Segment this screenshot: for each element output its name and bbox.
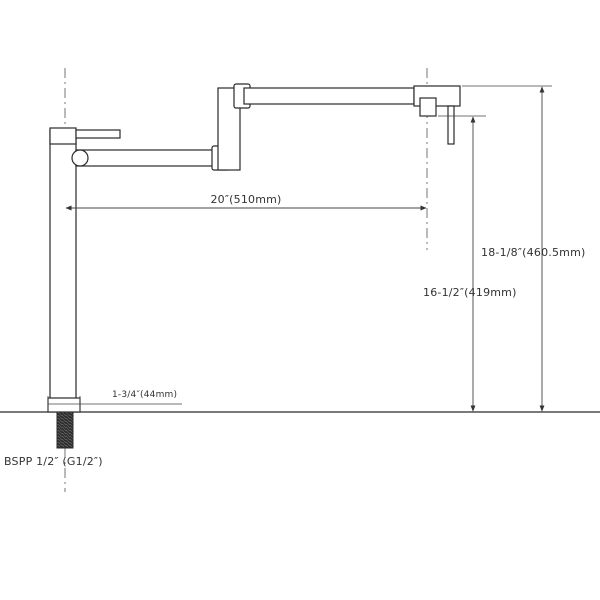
- vertical-column: [49, 129, 77, 403]
- faucet-body: [47, 83, 461, 413]
- column-lever: [75, 129, 121, 139]
- spout-outlet: [419, 97, 437, 117]
- thread-spec-label: BSPP 1/2″ (G1/2″): [4, 455, 103, 468]
- base-flange: [47, 397, 81, 413]
- reach-dimension-label: 20″(510mm): [210, 193, 281, 206]
- spout-lever: [447, 105, 455, 145]
- total-height-label: 18-1/8″(460.5mm): [481, 246, 585, 259]
- base-diameter-label: 1-3/4″(44mm): [112, 390, 177, 400]
- threaded-shank: [56, 411, 74, 449]
- upper-arm: [243, 87, 415, 105]
- spout-height-label: 16-1/2″(419mm): [423, 286, 517, 299]
- lower-arm: [75, 149, 219, 167]
- column-cap: [49, 127, 77, 145]
- elbow-vertical: [217, 87, 241, 171]
